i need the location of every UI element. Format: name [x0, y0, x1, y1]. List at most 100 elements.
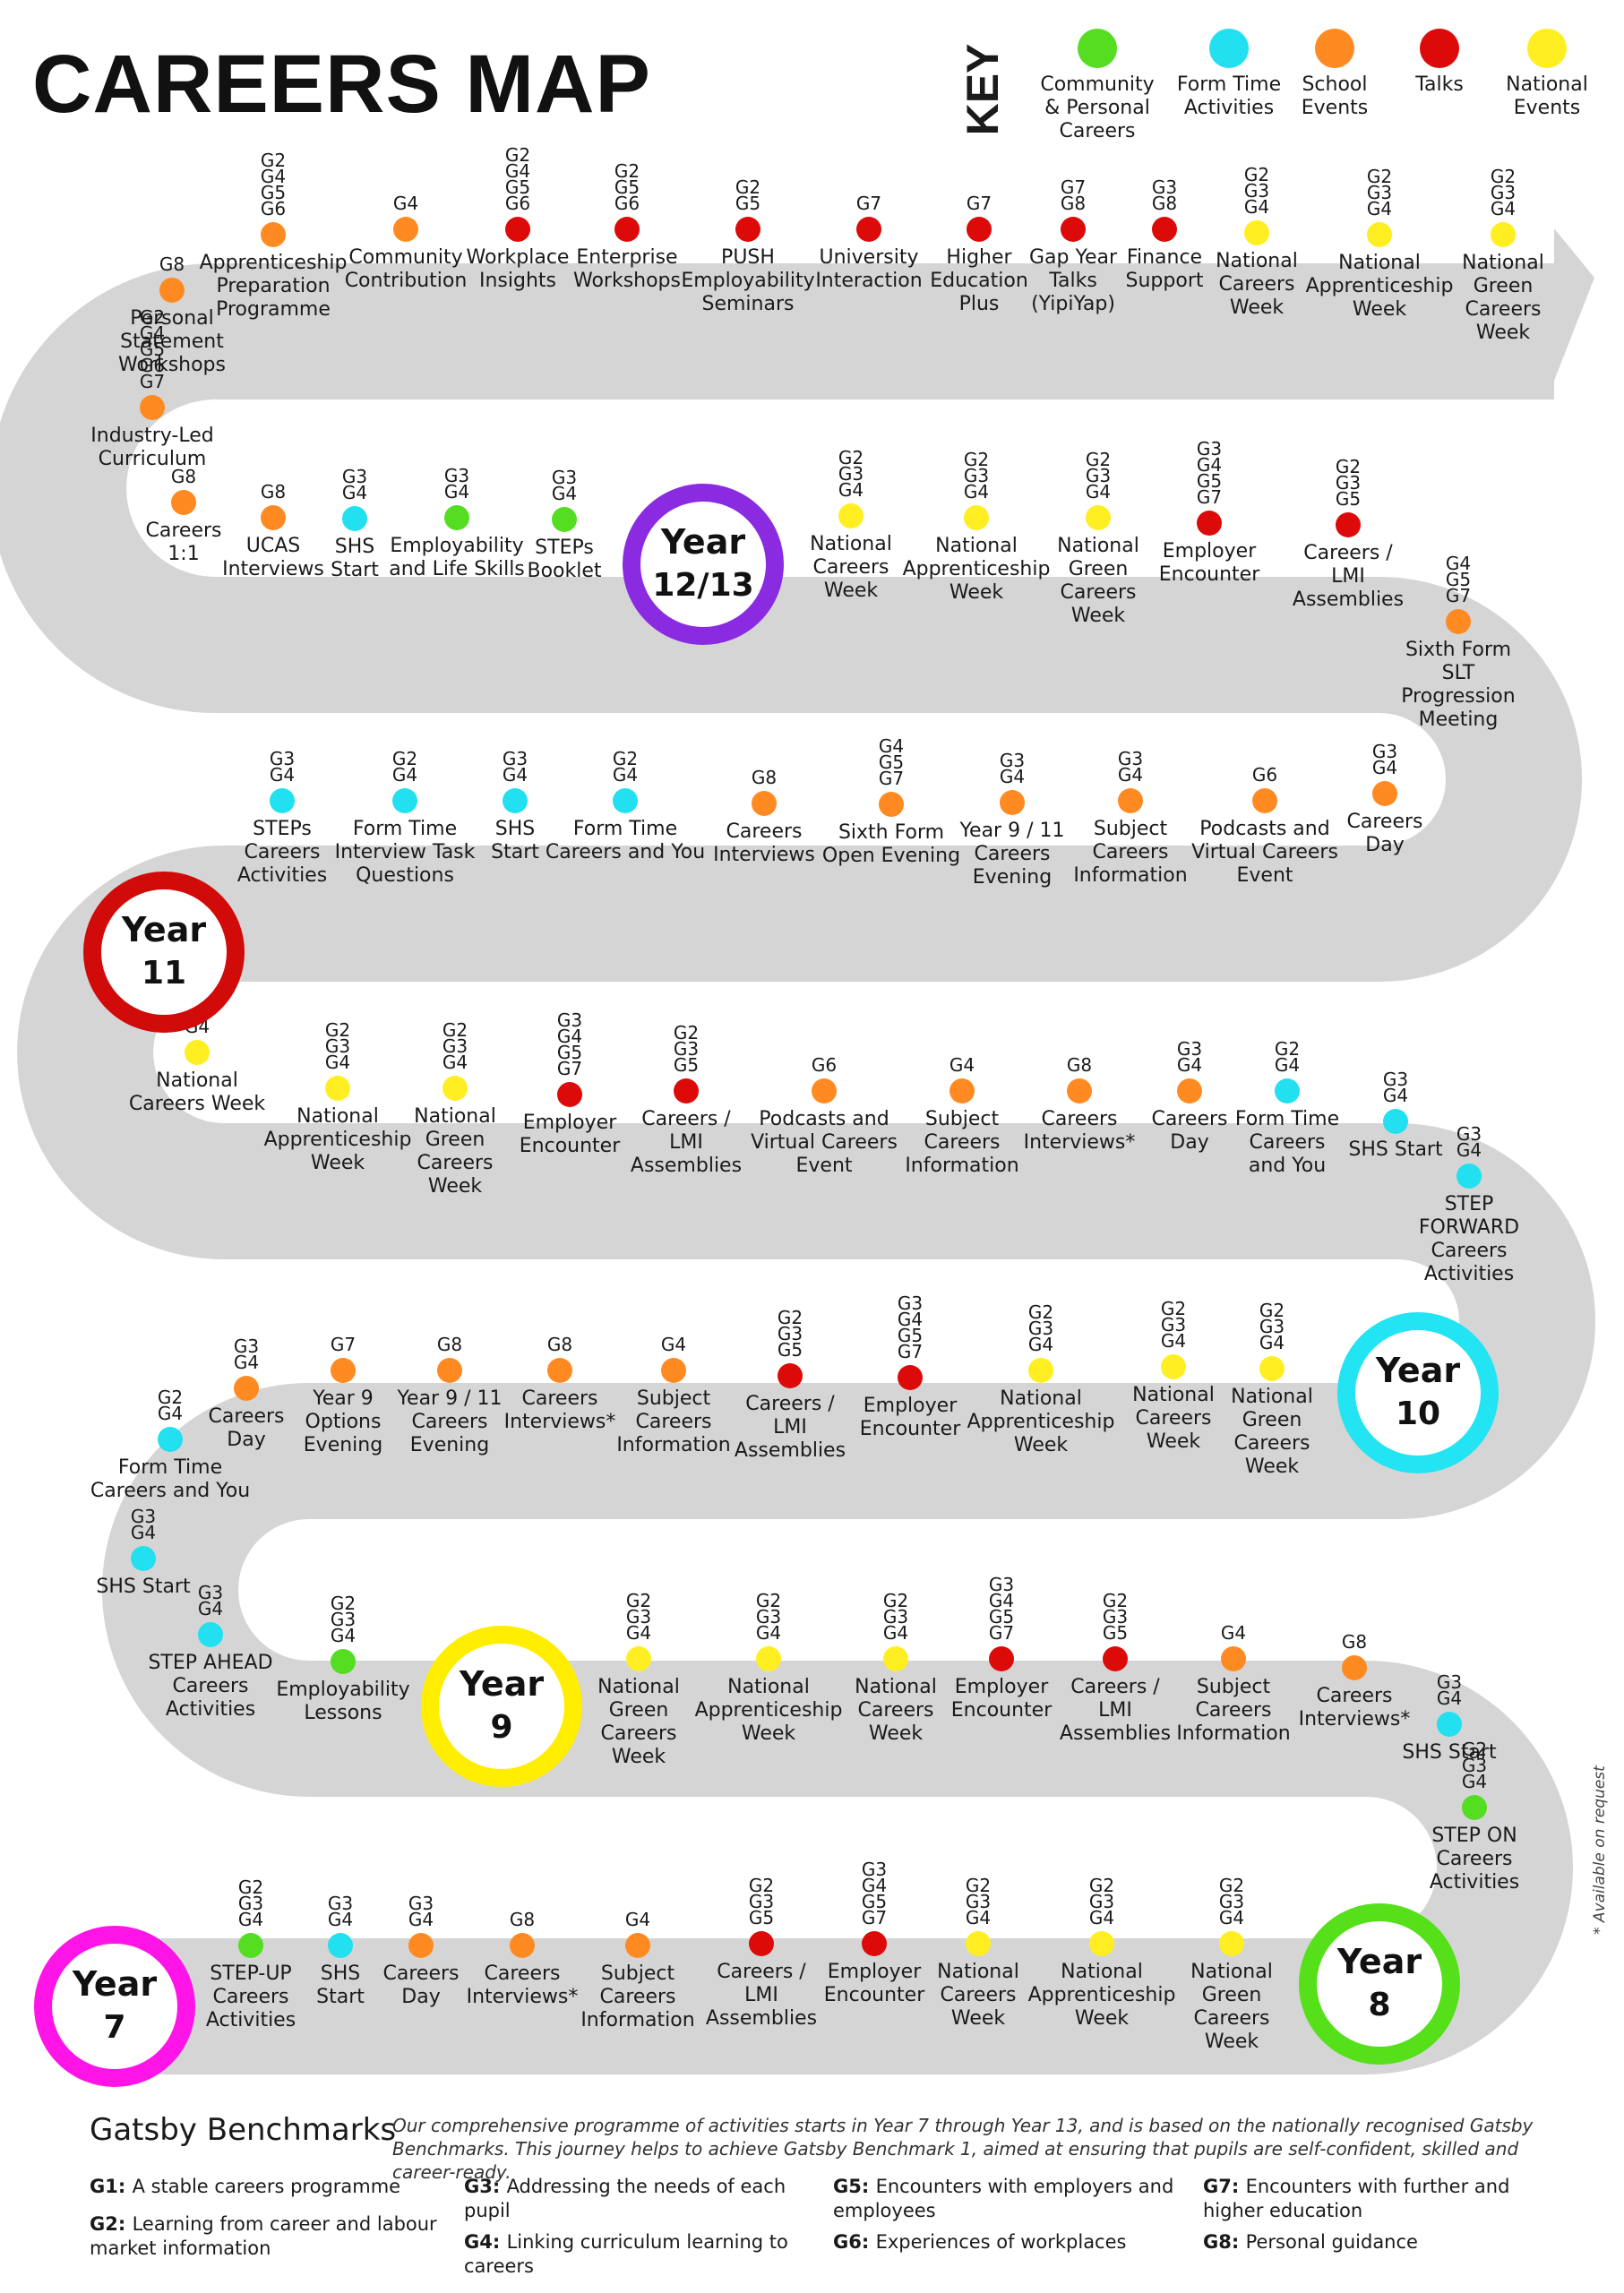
activity-dot	[625, 1933, 650, 1958]
year-badge-number: 10	[1396, 1396, 1440, 1432]
activity-dot	[325, 1076, 350, 1101]
benchmark-codes: G8	[159, 253, 185, 275]
benchmark-text: Personal guidance	[1245, 2231, 1418, 2253]
benchmark-codes: G8	[510, 1909, 535, 1930]
activity-dot	[966, 1931, 991, 1956]
benchmark-codes: G7	[331, 1334, 356, 1355]
benchmark-codes: G4	[625, 1909, 650, 1930]
activity-dot	[1252, 788, 1277, 813]
activity-dot	[1259, 1356, 1285, 1381]
activity-dot	[443, 1076, 468, 1101]
activity-dot	[171, 490, 196, 515]
year-badge	[1337, 1312, 1499, 1473]
activity-dot	[1061, 217, 1086, 242]
benchmark-codes: G4	[661, 1334, 686, 1355]
activity-dot	[392, 788, 417, 813]
activity-dot	[898, 1365, 923, 1390]
activity-dot	[1462, 1795, 1487, 1820]
activity-dot	[1089, 1931, 1114, 1956]
legend-dot	[1209, 29, 1249, 68]
year-badge-label: Year	[459, 1664, 544, 1704]
benchmark-item: G6: Experiences of workplaces	[833, 2230, 1191, 2254]
activity-dot	[1161, 1354, 1186, 1379]
legend-item: Talks	[1372, 29, 1507, 97]
available-note: * Available on request	[1591, 1765, 1609, 1935]
activity-dot	[1197, 511, 1222, 536]
benchmark-code: G7:	[1203, 2176, 1246, 2197]
benchmark-codes: G7	[856, 193, 881, 214]
benchmark-item: G2: Learning from career and labour mark…	[90, 2212, 448, 2261]
legend-label: Talks	[1415, 73, 1464, 96]
legend-label: School Events	[1301, 73, 1369, 119]
activity-dot	[735, 217, 760, 242]
activity-dot	[234, 1376, 259, 1401]
activity-dot	[331, 1358, 356, 1383]
legend-dot	[1315, 29, 1354, 68]
legend-dot	[1420, 29, 1459, 68]
activity-dot	[1383, 1109, 1408, 1134]
activity-dot	[1244, 220, 1269, 245]
benchmark-code: G1:	[90, 2176, 133, 2197]
activity-dot	[505, 217, 530, 242]
benchmark-codes: G4	[949, 1054, 975, 1076]
benchmark-code: G2:	[90, 2213, 133, 2235]
activity-dot	[749, 1931, 774, 1956]
activity-dot	[778, 1363, 803, 1388]
benchmark-code: G4:	[464, 2231, 507, 2253]
benchmark-codes: G6	[812, 1054, 837, 1076]
activity-label: SHS Start	[96, 1576, 191, 1598]
activity-dot	[1491, 222, 1516, 247]
year-badge	[83, 872, 245, 1033]
activity-dot	[393, 217, 418, 242]
activity-dot	[1437, 1712, 1462, 1737]
activity-dot	[1456, 1164, 1482, 1189]
benchmark-codes: G8	[1342, 1631, 1367, 1653]
